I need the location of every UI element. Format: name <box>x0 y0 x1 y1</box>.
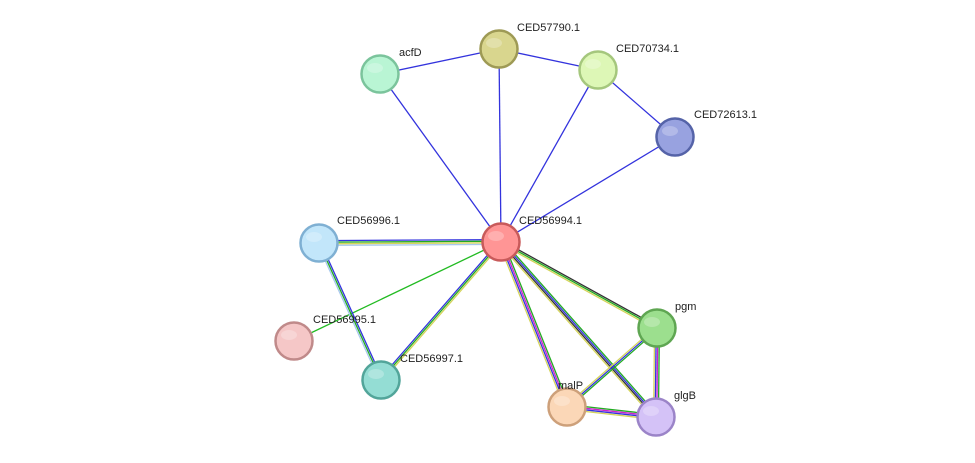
edge-acfD-CED57790.1 <box>379 48 500 75</box>
edge-evidence-line <box>498 243 655 420</box>
node-CED72613.1[interactable]: CED72613.1 <box>655 109 758 157</box>
node-highlight <box>644 317 660 327</box>
edge-evidence-line <box>319 242 502 245</box>
edge-evidence-line <box>502 239 659 416</box>
edge-evidence-line <box>499 242 657 330</box>
edge-CED56996.1-CED56994.1 <box>318 238 502 247</box>
node-CED56996.1[interactable]: CED56996.1 <box>299 215 401 263</box>
node-circle[interactable] <box>479 29 519 69</box>
edge-evidence-line <box>501 241 569 407</box>
node-circle[interactable] <box>655 117 695 157</box>
node-highlight <box>643 406 659 416</box>
node-pgm[interactable]: pgm <box>637 301 697 348</box>
edge-evidence-line <box>566 327 658 408</box>
edge-CED56994.1-malP <box>498 240 570 409</box>
node-circle[interactable] <box>299 223 339 263</box>
edge-evidence-line <box>379 73 502 243</box>
edge-pgm-malP <box>565 326 659 409</box>
node-circle[interactable] <box>481 222 521 262</box>
node-circle[interactable] <box>637 308 677 348</box>
edge-CED56996.1-CED56997.1 <box>316 242 384 381</box>
node-label: acfD <box>399 47 422 59</box>
node-label: CED56996.1 <box>337 215 400 227</box>
edge-evidence-line <box>499 242 656 418</box>
node-CED56995.1[interactable]: CED56995.1 <box>274 314 377 361</box>
edge-evidence-line <box>498 242 566 409</box>
node-highlight <box>368 369 384 379</box>
edge-evidence-line <box>502 240 570 407</box>
node-acfD[interactable]: acfD <box>360 47 422 94</box>
node-highlight <box>488 231 504 241</box>
node-CED57790.1[interactable]: CED57790.1 <box>479 22 581 69</box>
edge-CED56995.1-CED56994.1 <box>293 241 502 342</box>
node-label: CED70734.1 <box>616 43 679 55</box>
edge-evidence-line <box>381 242 503 382</box>
edge-evidence-line <box>380 241 502 381</box>
edge-evidence-line <box>500 241 658 329</box>
node-highlight <box>486 38 502 48</box>
node-circle[interactable] <box>361 360 401 400</box>
edge-evidence-line <box>498 48 502 243</box>
edge-CED56994.1-glgB <box>498 239 659 420</box>
edge-evidence-line <box>500 69 599 243</box>
edge-evidence-line <box>319 243 502 247</box>
node-circle[interactable] <box>274 321 314 361</box>
nodes-layer: CED57790.1 acfD CED70734.1CED72613.1CED569… <box>274 22 758 437</box>
edge-CED70734.1-CED56994.1 <box>500 69 599 243</box>
edge-evidence-line <box>318 238 501 242</box>
edge-evidence-line <box>379 48 500 75</box>
edge-evidence-line <box>293 241 502 342</box>
node-highlight <box>585 59 601 69</box>
node-highlight <box>662 126 678 136</box>
edge-evidence-line <box>501 240 659 328</box>
node-label: CED56997.1 <box>400 353 463 365</box>
edge-evidence-line <box>318 242 382 381</box>
node-highlight <box>554 396 570 406</box>
edge-evidence-line <box>316 243 381 381</box>
node-circle[interactable] <box>636 397 676 437</box>
node-CED56997.1[interactable]: CED56997.1 <box>361 353 464 400</box>
node-label: CED56995.1 <box>313 314 376 326</box>
node-glgB[interactable]: glgB <box>636 390 697 437</box>
node-label: pgm <box>675 301 696 313</box>
edge-evidence-line <box>318 240 501 243</box>
edge-evidence-line <box>499 242 567 408</box>
edge-CED56994.1-pgm <box>499 240 659 330</box>
node-circle[interactable] <box>578 50 618 90</box>
node-circle[interactable] <box>547 387 587 427</box>
node-highlight <box>306 232 322 242</box>
node-highlight <box>367 63 383 73</box>
edge-CED72613.1-CED56994.1 <box>500 136 676 243</box>
node-label: CED57790.1 <box>517 22 580 34</box>
edge-evidence-line <box>319 242 384 380</box>
node-malP[interactable]: malP <box>547 380 587 427</box>
edge-evidence-line <box>567 328 659 409</box>
node-label: CED72613.1 <box>694 109 757 121</box>
edge-CED56997.1-CED56994.1 <box>379 240 503 382</box>
node-label: CED56994.1 <box>519 215 582 227</box>
node-CED56994.1[interactable]: CED56994.1 <box>481 215 583 262</box>
node-highlight <box>281 330 297 340</box>
edge-evidence-line <box>565 326 657 407</box>
edge-evidence-line <box>501 241 658 417</box>
edge-evidence-line <box>379 240 501 380</box>
node-label: glgB <box>674 390 696 402</box>
edge-CED57790.1-CED56994.1 <box>498 48 502 243</box>
edge-evidence-line <box>500 136 676 243</box>
edge-acfD-CED56994.1 <box>379 73 502 243</box>
node-circle[interactable] <box>360 54 400 94</box>
node-CED70734.1[interactable]: CED70734.1 <box>578 43 680 90</box>
node-label: malP <box>558 380 583 392</box>
